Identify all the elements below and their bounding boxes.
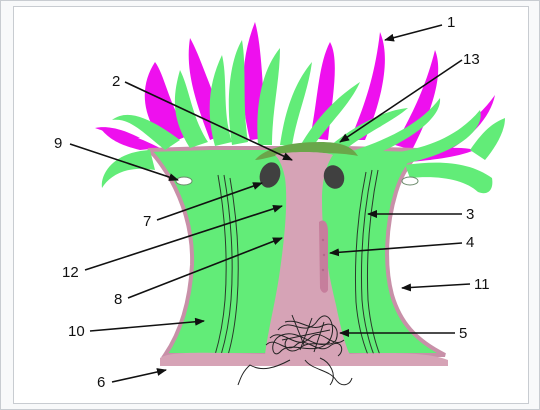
label-12: 12 bbox=[62, 264, 79, 281]
acrorhagus-left bbox=[176, 177, 192, 185]
label-2: 2 bbox=[112, 73, 120, 90]
label-8: 8 bbox=[114, 291, 122, 308]
acrorhagus-right bbox=[402, 177, 418, 185]
pointer-11 bbox=[402, 284, 470, 288]
pointer-1 bbox=[385, 25, 442, 40]
siphonoglyph bbox=[319, 220, 328, 292]
label-10: 10 bbox=[68, 323, 85, 340]
pointer-13 bbox=[340, 60, 462, 142]
label-5: 5 bbox=[459, 325, 467, 342]
label-3: 3 bbox=[466, 206, 474, 223]
label-4: 4 bbox=[466, 234, 474, 251]
label-13: 13 bbox=[463, 51, 480, 68]
pedal-disc bbox=[160, 353, 448, 366]
label-7: 7 bbox=[143, 213, 151, 230]
label-1: 1 bbox=[447, 14, 455, 31]
label-11: 11 bbox=[474, 276, 490, 293]
pointer-6 bbox=[112, 370, 166, 382]
label-6: 6 bbox=[97, 374, 105, 391]
label-9: 9 bbox=[54, 135, 62, 152]
